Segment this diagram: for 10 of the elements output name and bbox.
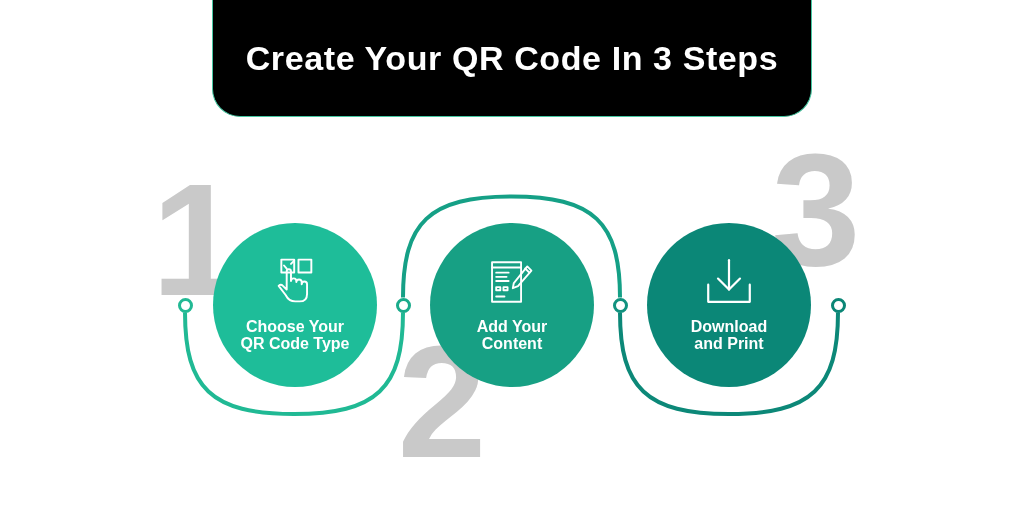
ring-marker <box>177 297 193 313</box>
title-text: Create Your QR Code In 3 Steps <box>245 39 779 77</box>
ring-marker <box>395 297 411 313</box>
connector-arc <box>183 312 405 416</box>
connector-arc <box>401 194 622 298</box>
step-label: Download and Print <box>690 318 768 352</box>
step-label: Choose Your QR Code Type <box>239 318 351 352</box>
ring-marker <box>830 297 846 313</box>
connector-arc <box>618 312 840 416</box>
ring-marker <box>612 297 628 313</box>
